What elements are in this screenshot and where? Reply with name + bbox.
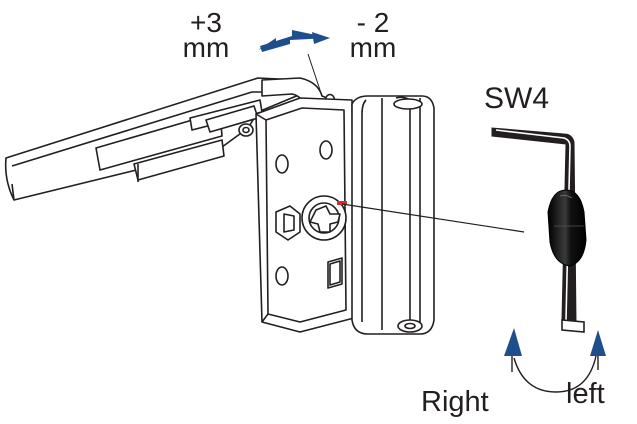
adjustment-minus-unit: mm [349,32,397,63]
rotation-arrowhead-right [504,328,522,356]
plate-hole-top-left [275,154,289,174]
rotation-left-label: left [566,378,605,410]
screw-marker [337,201,347,205]
plate-hole-top-right [319,140,333,160]
plate-hole-bottom-left [275,266,289,286]
hex-nut [275,205,301,241]
tool-size-label: SW4 [484,82,550,115]
adjustment-plus-value: +3 [190,7,222,38]
hex-key [491,127,587,333]
adjustment-screw [275,195,347,241]
plate-slot [327,257,343,289]
adjustment-plus-unit: mm [182,32,230,63]
adjustment-arrow [258,30,330,97]
hex-key-handle [547,189,587,267]
hinge-knuckle [351,95,435,335]
rotation-right-label: Right [421,386,489,418]
hex-key-tip [561,319,585,333]
adjustment-plus-label: +3 mm [176,7,236,63]
adjustment-minus-label: - 2 mm [343,7,403,63]
leader-line [341,203,525,233]
rotation-arrowhead-left [590,330,606,356]
adjustment-minus-value: - 2 [356,7,390,38]
rotation-arrow [504,328,606,393]
